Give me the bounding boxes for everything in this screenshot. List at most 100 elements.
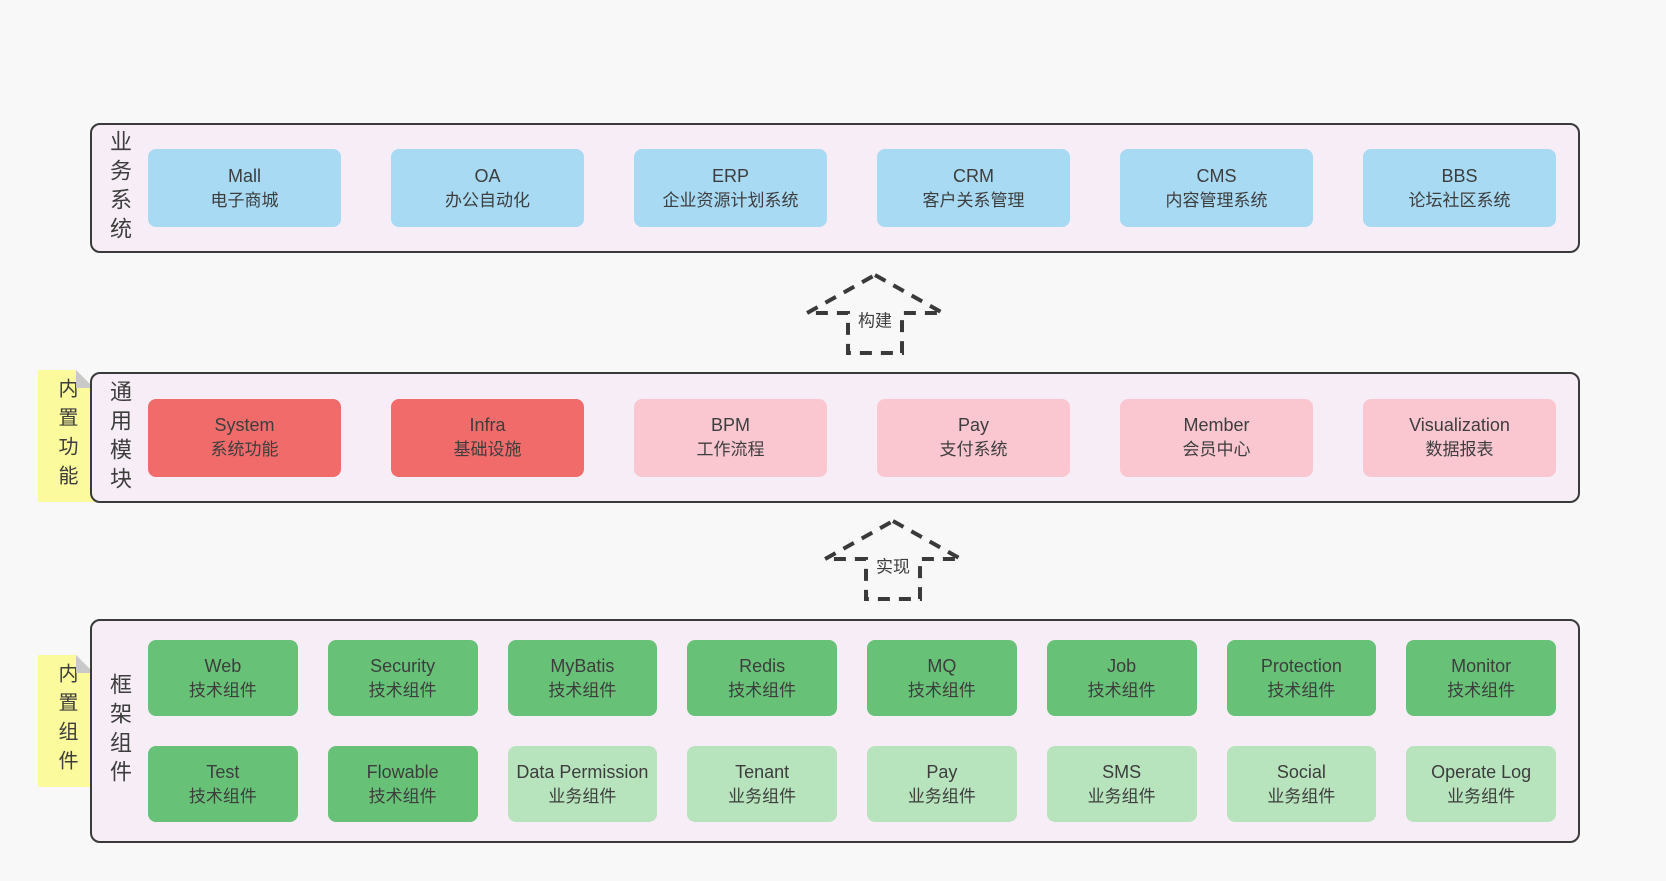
box-erp: ERP 企业资源计划系统 — [634, 149, 827, 227]
arrow-label: 实现 — [873, 550, 913, 580]
box-job: Job 技术组件 — [1046, 640, 1197, 716]
note-built-in-features: 内置功能 — [38, 370, 94, 502]
box-subtitle: 技术组件 — [188, 680, 257, 700]
box-subtitle: 论坛社区系统 — [1408, 190, 1511, 210]
layer-label: 业务系统 — [92, 125, 146, 251]
box-title: BPM — [710, 415, 750, 436]
box-title: CMS — [1196, 165, 1237, 186]
box-bpm: BPM 工作流程 — [634, 398, 827, 477]
box-subtitle: 技术组件 — [728, 680, 797, 700]
module-row: Mall 电子商城 OA 办公自动化 ERP 企业资源计划系统 CRM 客户关系管理 CMS 内容… — [148, 149, 1556, 227]
box-subtitle: 技术组件 — [907, 680, 976, 700]
box-title: Infra — [469, 415, 506, 436]
note-text: 内置功能 — [55, 378, 77, 494]
box-title: ERP — [711, 165, 749, 186]
box-subtitle: 业务组件 — [1267, 786, 1336, 806]
box-subtitle: 技术组件 — [368, 680, 437, 700]
layer-business-systems: 业务系统 Mall 电子商城 OA 办公自动化 ERP 企业资源计划系统 CRM 客户关系管理… — [90, 123, 1580, 253]
box-pay: Pay 支付系统 — [877, 398, 1070, 477]
box-subtitle: 业务组件 — [728, 786, 797, 806]
box-title: Web — [204, 655, 242, 676]
box-tenant: Tenant 业务组件 — [687, 746, 837, 822]
box-crm: CRM 客户关系管理 — [877, 149, 1070, 227]
box-subtitle: 技术组件 — [368, 786, 437, 806]
box-subtitle: 数据报表 — [1425, 440, 1494, 460]
box-subtitle: 技术组件 — [1087, 680, 1156, 700]
box-title: Visualization — [1409, 415, 1510, 436]
box-cms: CMS 内容管理系统 — [1120, 149, 1313, 227]
box-infra: Infra 基础设施 — [391, 398, 584, 477]
box-title: OA — [474, 165, 501, 186]
box-title: Flowable — [366, 761, 439, 782]
box-subtitle: 系统功能 — [210, 440, 279, 460]
box-subtitle: 业务组件 — [907, 786, 976, 806]
box-subtitle: 工作流程 — [696, 440, 765, 460]
box-mall: Mall 电子商城 — [148, 149, 341, 227]
box-security: Security 技术组件 — [327, 640, 478, 716]
box-title: Operate Log — [1431, 761, 1532, 782]
box-subtitle: 电子商城 — [210, 190, 279, 210]
box-title: Social — [1276, 761, 1326, 782]
box-title: Data Permission — [516, 761, 649, 782]
box-subtitle: 企业资源计划系统 — [662, 190, 799, 210]
box-title: Redis — [739, 655, 786, 676]
box-data-permission: Data Permission 业务组件 — [507, 746, 658, 822]
box-title: Test — [206, 761, 240, 782]
box-title: System — [214, 415, 275, 436]
box-title: Security — [370, 655, 436, 676]
box-subtitle: 支付系统 — [939, 440, 1008, 460]
layer-label-text: 框架组件 — [107, 673, 132, 789]
box-system: System 系统功能 — [148, 398, 341, 477]
box-subtitle: 内容管理系统 — [1165, 190, 1268, 210]
box-subtitle: 业务组件 — [548, 786, 617, 806]
box-subtitle: 技术组件 — [548, 680, 617, 700]
box-title: Job — [1107, 655, 1137, 676]
box-subtitle: 办公自动化 — [445, 190, 530, 210]
box-title: Tenant — [735, 761, 790, 782]
layer-rows: Mall 电子商城 OA 办公自动化 ERP 企业资源计划系统 CRM 客户关系管理 CMS 内容… — [146, 125, 1578, 251]
box-title: Pay — [926, 761, 958, 782]
layer-label-text: 业务系统 — [107, 130, 132, 246]
box-subtitle: 技术组件 — [1267, 680, 1336, 700]
up-arrow-icon — [817, 518, 969, 601]
box-operate-log: Operate Log 业务组件 — [1406, 746, 1556, 822]
layer-label: 框架组件 — [92, 621, 146, 841]
arrow-label: 构建 — [855, 304, 895, 334]
box-subtitle: 业务组件 — [1447, 786, 1516, 806]
box-subtitle: 技术组件 — [1447, 680, 1516, 700]
box-bbs: BBS 论坛社区系统 — [1363, 149, 1556, 227]
box-title: Protection — [1260, 655, 1342, 676]
box-title: Pay — [957, 415, 990, 436]
box-title: BBS — [1441, 165, 1478, 186]
box-title: CRM — [953, 165, 994, 186]
box-redis: Redis 技术组件 — [687, 640, 837, 716]
box-pay: Pay 业务组件 — [867, 746, 1017, 822]
layer-label: 通用模块 — [92, 374, 146, 501]
box-oa: OA 办公自动化 — [391, 149, 584, 227]
box-flowable: Flowable 技术组件 — [327, 746, 478, 822]
box-social: Social 业务组件 — [1226, 746, 1377, 822]
box-protection: Protection 技术组件 — [1226, 640, 1377, 716]
box-subtitle: 客户关系管理 — [922, 190, 1025, 210]
box-subtitle: 基础设施 — [453, 440, 522, 460]
box-subtitle: 业务组件 — [1087, 786, 1156, 806]
layer-common-modules: 通用模块 System 系统功能 Infra 基础设施 BPM 工作流程 Pay 支付系统 Me… — [90, 372, 1580, 503]
up-arrow-icon — [799, 272, 951, 355]
box-title: Mall — [227, 165, 261, 186]
layer-label-text: 通用模块 — [107, 379, 132, 496]
arrow-implement: 实现 — [817, 518, 969, 601]
box-visualization: Visualization 数据报表 — [1363, 398, 1556, 477]
